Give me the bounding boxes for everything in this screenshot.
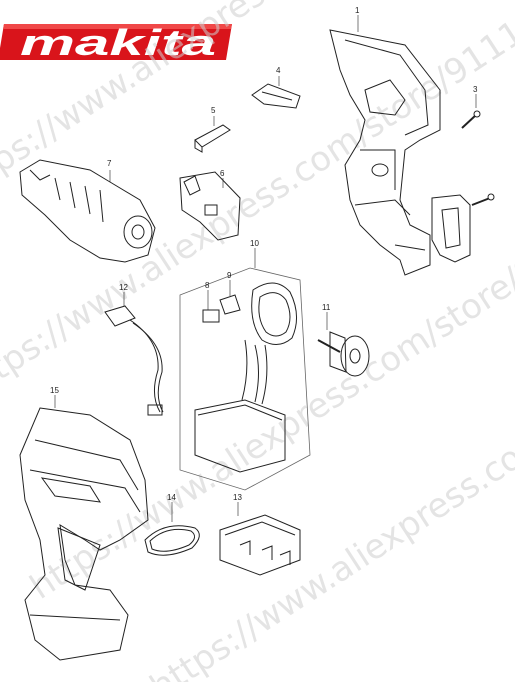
part-13-terminal (219, 502, 301, 576)
makita-logo-text: makita (20, 22, 216, 63)
part-11-rotor (317, 312, 370, 377)
callout-labels: 1 3 4 5 6 7 8 9 10 11 12 13 14 15 (50, 6, 478, 502)
part-10-stator-group (179, 248, 311, 491)
callout-14: 14 (167, 493, 176, 502)
callout-11: 11 (322, 303, 331, 312)
part-3-screw (461, 94, 481, 129)
part-1-housing-right (329, 15, 441, 276)
callout-15: 15 (50, 386, 59, 395)
part-9-sensor-board (219, 280, 241, 315)
part-4-switch-slide (251, 76, 301, 109)
part-15-housing-left (19, 395, 149, 661)
part-14-name-plate (144, 502, 200, 556)
callout-13: 13 (233, 493, 242, 502)
screw-2 (471, 193, 495, 206)
callout-7: 7 (107, 159, 112, 168)
callout-12: 12 (119, 283, 128, 292)
callout-8: 8 (205, 281, 210, 290)
watermark-text: https://www.aliexpress.com/store/911129 (23, 189, 515, 607)
callout-5: 5 (211, 106, 216, 115)
callout-10: 10 (250, 239, 259, 248)
part-6-switch (179, 171, 241, 241)
makita-logo: makita (0, 22, 232, 63)
callout-1: 1 (355, 6, 360, 15)
bracket (431, 194, 471, 263)
callout-3: 3 (473, 85, 478, 94)
part-7-gear-assembly (19, 159, 156, 263)
callout-9: 9 (227, 271, 232, 280)
callout-6: 6 (220, 169, 225, 178)
part-8-connector (202, 290, 220, 323)
callout-4: 4 (276, 66, 281, 75)
part-12-led-circuit (104, 292, 164, 416)
part-5-terminal-cover (194, 116, 231, 153)
